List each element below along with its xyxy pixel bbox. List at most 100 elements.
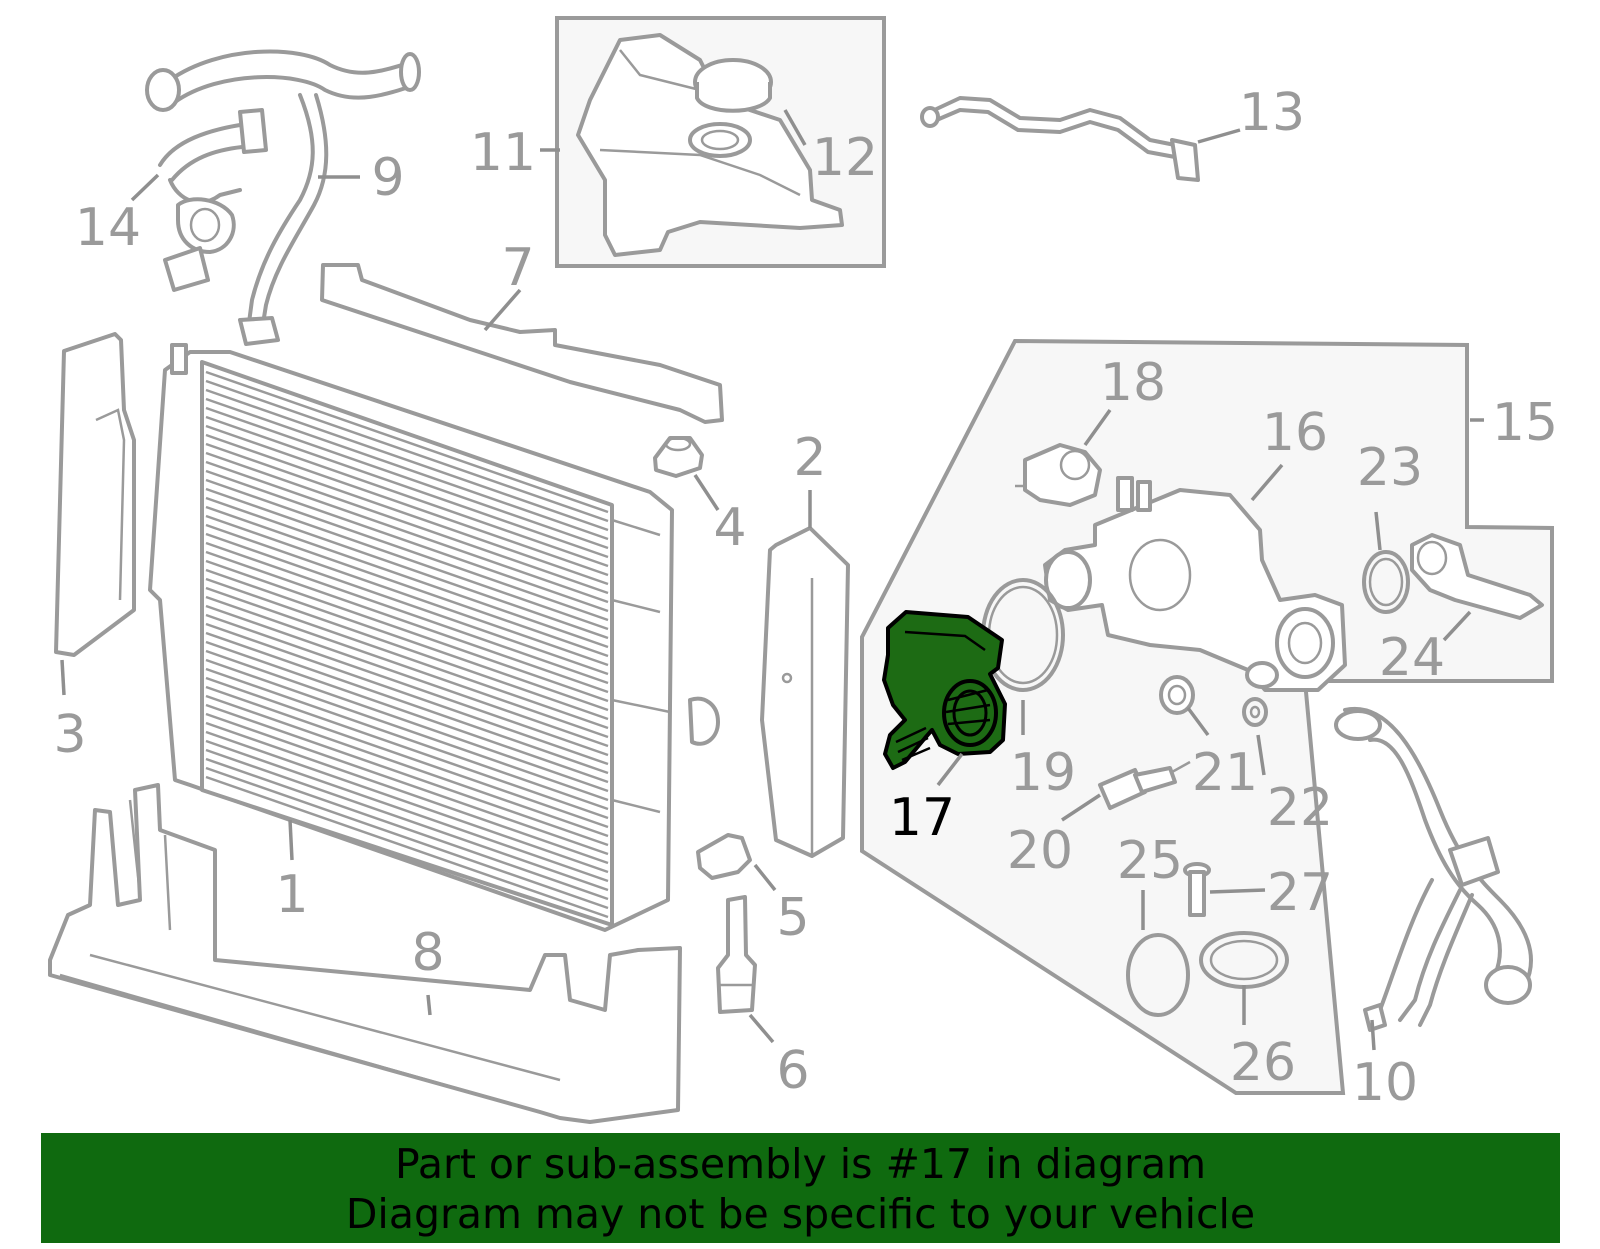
radiator-fin xyxy=(205,649,609,793)
radiator-fin xyxy=(205,424,609,568)
radiator-fin xyxy=(205,676,609,820)
radiator-fin xyxy=(205,721,609,865)
part-4-bushing xyxy=(653,436,704,478)
callout-9: 9 xyxy=(371,148,404,208)
radiator-fin xyxy=(205,775,609,919)
radiator-fin xyxy=(205,640,609,784)
part-10-lower-hose xyxy=(1334,706,1533,1032)
radiator-fin xyxy=(205,757,609,901)
callout-21: 21 xyxy=(1192,743,1258,803)
part-17-highlighted xyxy=(882,610,1007,770)
callout-17: 17 xyxy=(889,788,955,848)
radiator-fin xyxy=(205,685,609,829)
radiator-fin xyxy=(205,379,609,523)
callout-16: 16 xyxy=(1262,403,1328,463)
part-2-side-seal xyxy=(760,526,850,858)
callout-13: 13 xyxy=(1239,83,1305,143)
callout-15: 15 xyxy=(1492,393,1558,453)
radiator-fin xyxy=(205,739,609,883)
radiator-fin xyxy=(205,388,609,532)
radiator-fin xyxy=(205,559,609,703)
banner-line-2: Diagram may not be specific to your vehi… xyxy=(345,1190,1256,1238)
radiator-fin xyxy=(205,568,609,712)
part-13-pipe xyxy=(920,96,1200,182)
part-18-actuator xyxy=(1015,443,1102,507)
radiator-fin xyxy=(205,712,609,856)
part-24-adapter xyxy=(1410,533,1544,620)
radiator-fin xyxy=(205,622,609,766)
radiator-fin xyxy=(205,460,609,604)
radiator-fin xyxy=(205,604,609,748)
radiator-fin xyxy=(205,577,609,721)
callout-18: 18 xyxy=(1100,353,1166,413)
radiator-fin xyxy=(205,406,609,550)
radiator-fin xyxy=(205,532,609,676)
callout-19: 19 xyxy=(1010,743,1076,803)
callout-4: 4 xyxy=(713,498,746,558)
radiator-fin xyxy=(205,748,609,892)
part-8-lower-shield xyxy=(48,783,682,1124)
radiator-fin xyxy=(205,523,609,667)
part-21-plug xyxy=(1159,675,1195,715)
radiator-fin xyxy=(205,487,609,631)
callout-26: 26 xyxy=(1230,1033,1296,1093)
callout-labels: 1 2 3 4 5 6 7 8 9 10 11 12 13 14 15 16 1… xyxy=(53,83,1558,1113)
part-5-clip xyxy=(696,833,752,880)
radiator-fin xyxy=(205,397,609,541)
part-1-radiator xyxy=(148,343,720,932)
callout-22: 22 xyxy=(1267,778,1333,838)
radiator-fin xyxy=(205,442,609,586)
radiator-fin xyxy=(205,451,609,595)
callout-12: 12 xyxy=(812,128,878,188)
part-25-gasket xyxy=(1126,933,1190,1017)
part-3-deflector xyxy=(54,332,136,657)
radiator-fin xyxy=(205,469,609,613)
part-22-washer xyxy=(1242,697,1268,727)
callout-3: 3 xyxy=(53,705,86,765)
radiator-fin xyxy=(205,370,609,514)
part-14-hose-connector xyxy=(158,108,268,292)
callout-14: 14 xyxy=(75,198,141,258)
radiator-fin xyxy=(205,658,609,802)
part-27-bolt xyxy=(1183,862,1211,917)
radiator-fin xyxy=(205,415,609,559)
radiator-fin xyxy=(205,667,609,811)
part-6-plug xyxy=(716,895,757,1014)
callout-23: 23 xyxy=(1357,438,1423,498)
radiator-fin xyxy=(205,730,609,874)
part-12-cap xyxy=(688,58,773,158)
radiator-fin xyxy=(205,496,609,640)
radiator-fin xyxy=(205,514,609,658)
radiator-fin xyxy=(205,478,609,622)
part-7-upper-bar xyxy=(320,263,724,424)
part-16-housing xyxy=(1043,476,1347,692)
callout-6: 6 xyxy=(776,1041,809,1101)
radiator-fin xyxy=(205,550,609,694)
callout-25: 25 xyxy=(1117,831,1183,891)
radiator-fin xyxy=(205,613,609,757)
radiator-fin xyxy=(205,631,609,775)
callout-11: 11 xyxy=(470,123,536,183)
part-9-upper-hose xyxy=(145,49,421,346)
part-20-sensor xyxy=(1098,760,1191,810)
radiator-fin xyxy=(205,595,609,739)
radiator-fin xyxy=(205,586,609,730)
radiator-fin xyxy=(205,541,609,685)
banner-line-1: Part or sub-assembly is #17 in diagram xyxy=(394,1140,1207,1188)
callout-2: 2 xyxy=(793,428,826,488)
callout-24: 24 xyxy=(1379,628,1445,688)
callout-1: 1 xyxy=(275,865,308,925)
radiator-fin xyxy=(205,766,609,910)
disclaimer-banner: Part or sub-assembly is #17 in diagram D… xyxy=(41,1133,1560,1243)
leader-lines xyxy=(60,109,1484,1051)
callout-8: 8 xyxy=(411,923,444,983)
radiator-fin xyxy=(205,694,609,838)
part-23-oring xyxy=(1362,550,1410,614)
radiator-fin xyxy=(205,703,609,847)
callout-5: 5 xyxy=(776,888,809,948)
callout-10: 10 xyxy=(1352,1053,1418,1113)
radiator-fin xyxy=(205,505,609,649)
radiator-fin xyxy=(205,433,609,577)
callout-20: 20 xyxy=(1007,821,1073,881)
